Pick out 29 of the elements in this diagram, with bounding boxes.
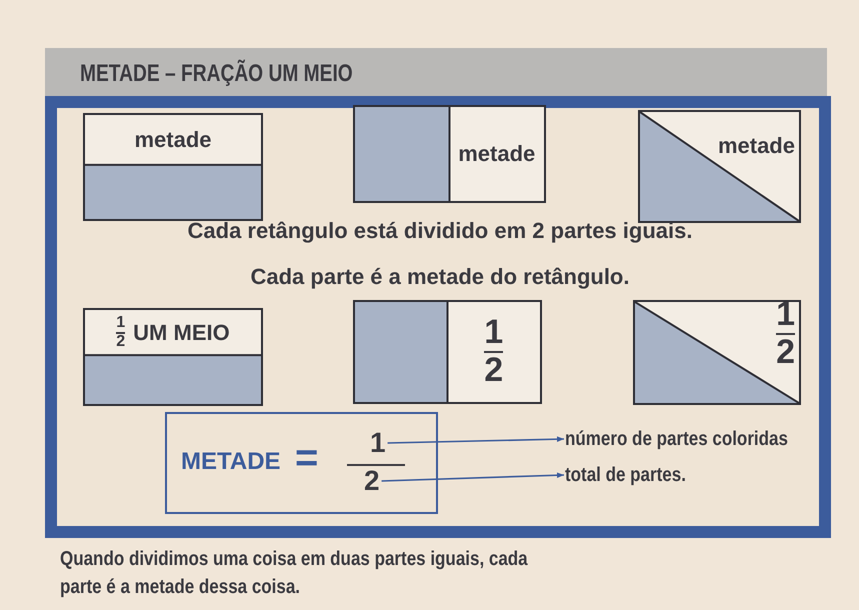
leader-line — [382, 472, 564, 482]
sentence: Cada retângulo está dividido em 2 partes iguais. — [186, 218, 694, 244]
formula-word: METADE — [181, 448, 281, 476]
rectangle-label: metade — [718, 132, 795, 159]
fraction-explanation: número de partes coloridas — [565, 426, 788, 452]
rectangle-label: metade — [134, 126, 212, 153]
divided-rectangle — [633, 300, 801, 405]
divided-rectangle — [83, 308, 263, 406]
fraction-explanation: total de partes. — [565, 462, 686, 488]
fraction-digit: 1 — [370, 428, 386, 458]
equals-sign: = — [295, 436, 318, 481]
formula-box — [165, 412, 438, 514]
divided-rectangle — [83, 113, 263, 221]
caption: Quando dividimos uma coisa em duas partes iguais, cada parte é a metade dessa coisa. — [60, 547, 529, 600]
divided-rectangle — [353, 105, 546, 203]
fraction-numerator: 1 — [776, 297, 795, 333]
divided-rectangle — [638, 110, 801, 223]
fraction-numerator: 1 — [116, 314, 126, 332]
rectangle-label: UM MEIO — [133, 320, 230, 346]
fraction-denominator: 2 — [776, 334, 795, 370]
title: METADE – FRAÇÃO UM MEIO — [80, 60, 353, 88]
sentence: Cada parte é a metade do retângulo. — [249, 264, 630, 290]
fraction-numerator: 1 — [484, 315, 504, 351]
fraction-denominator: 2 — [116, 334, 126, 350]
leader-line — [388, 436, 564, 444]
rectangle-label: metade — [458, 141, 536, 167]
divided-rectangle — [353, 300, 542, 404]
fraction-denominator: 2 — [484, 353, 504, 389]
fraction-digit: 2 — [364, 466, 380, 496]
